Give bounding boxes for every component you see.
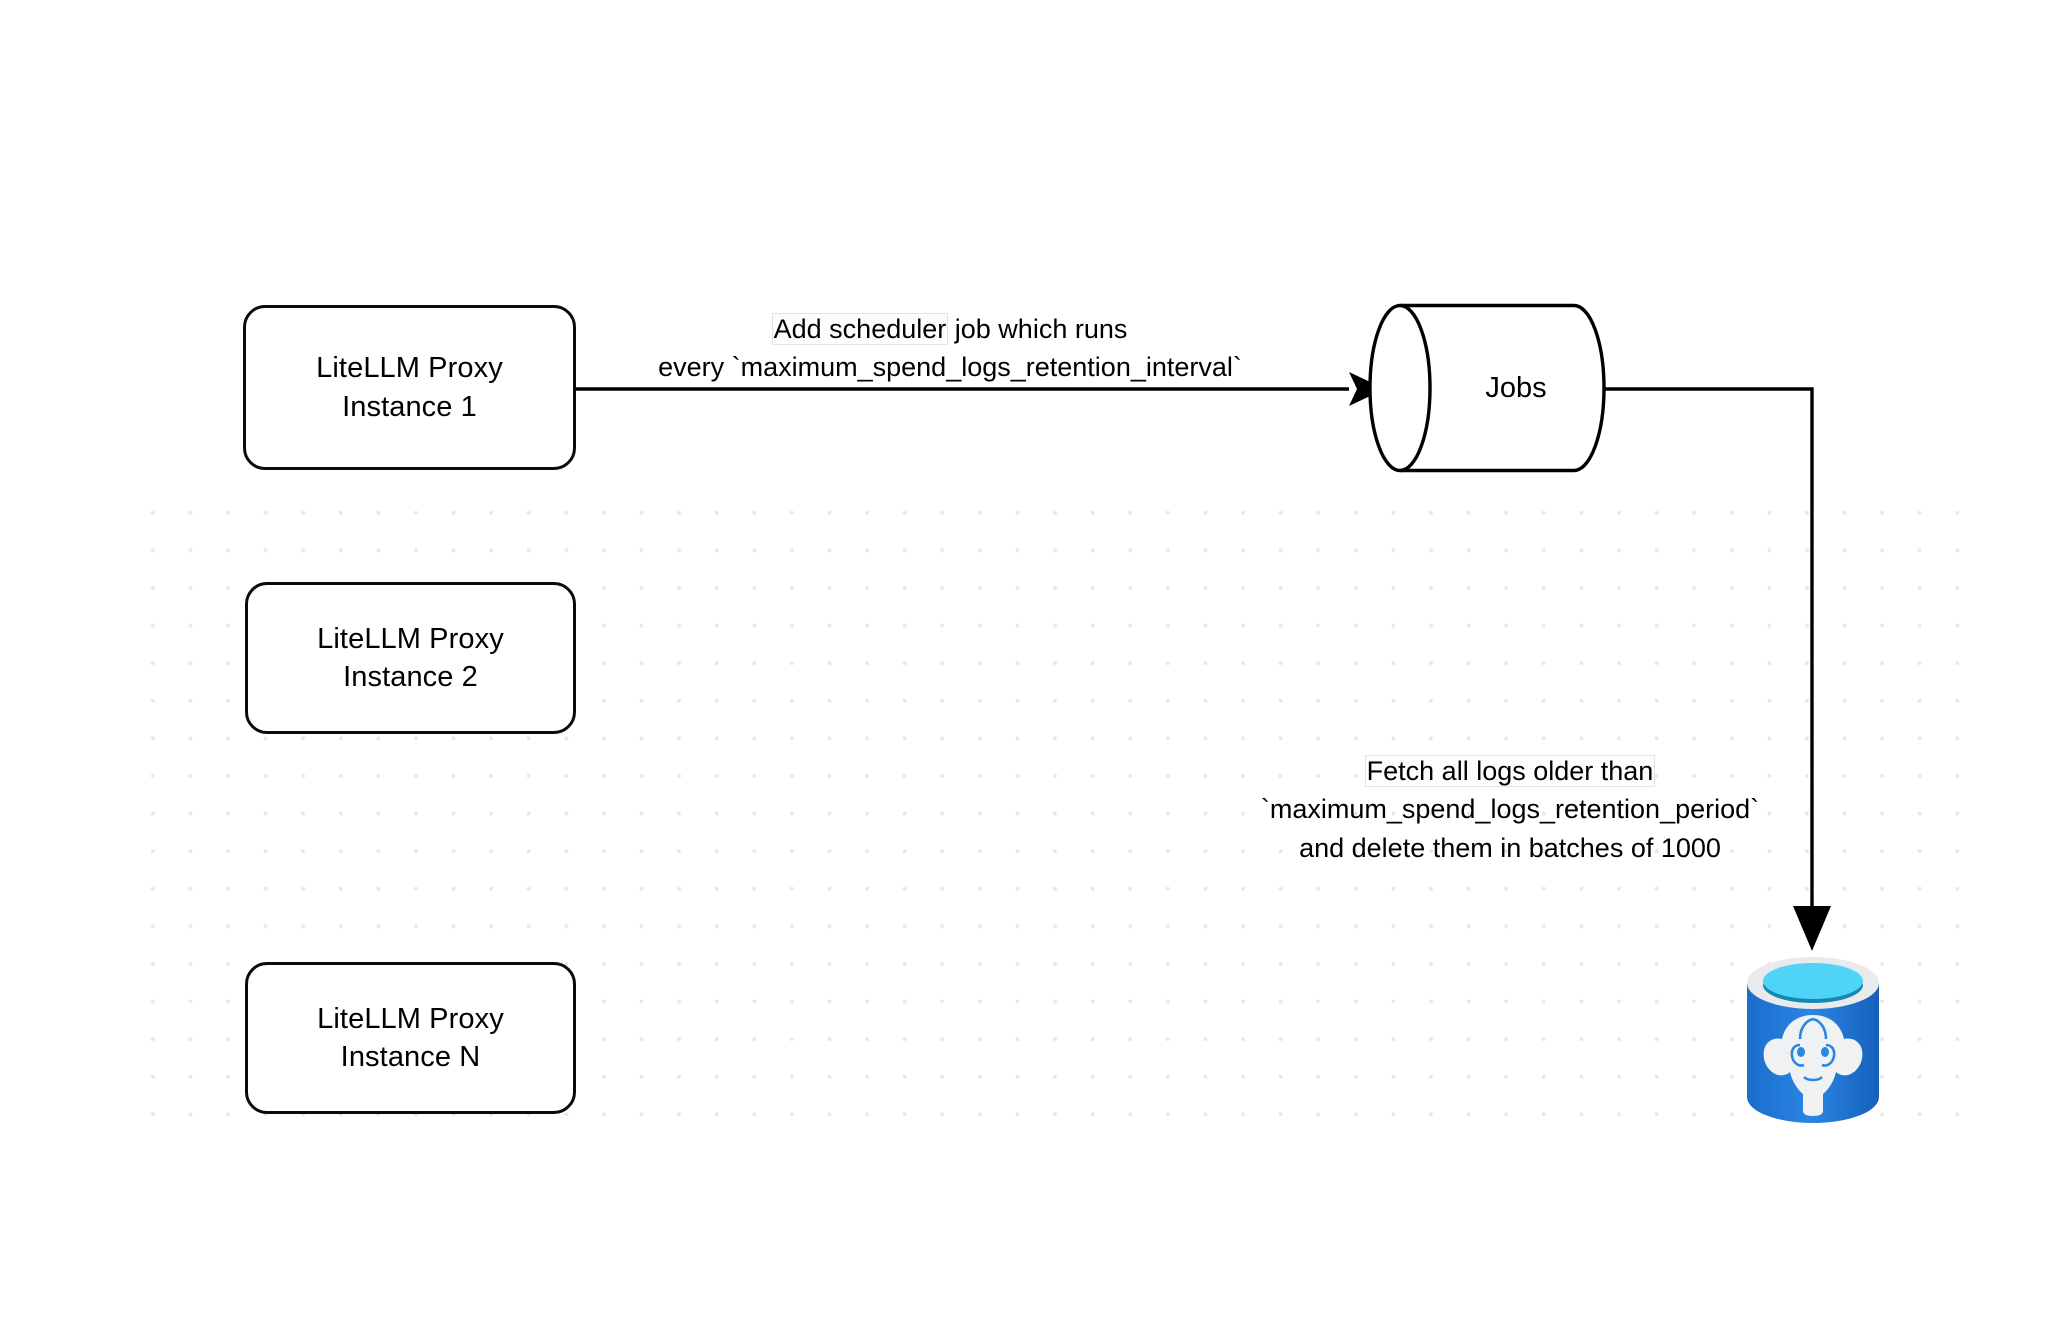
node-jobs-label: Jobs [1485,371,1547,404]
edge-label-selected-text: Fetch all logs older than [1364,755,1656,787]
elephant-eye-left [1797,1047,1805,1057]
elephant-contours [1790,1017,1836,1082]
postgres-database-icon[interactable] [1744,953,1882,1127]
edge-label-line-2: every `maximum_spend_logs_retention_inte… [658,352,1242,383]
node-litellm-proxy-instance-n[interactable]: LiteLLM Proxy Instance N [245,962,576,1114]
node-label-line2: Instance N [340,1041,481,1073]
node-label-line2: Instance 2 [343,661,478,693]
node-label-line2: Instance 1 [342,390,477,423]
edge-label-line-1: Fetch all logs older than [1230,752,1790,790]
elephant-eye-right [1821,1047,1829,1057]
edge-label-line-1: Add scheduler job which runs [600,310,1300,348]
node-label-line1: LiteLLM Proxy [316,352,503,385]
node-label-line1: LiteLLM Proxy [317,622,504,655]
edge-label-line-3: and delete them in batches of 1000 [1299,832,1721,863]
node-litellm-proxy-instance-2[interactable]: LiteLLM Proxy Instance 2 [245,582,576,734]
elephant-glyph [1763,1015,1863,1116]
edge-label-fetch-and-delete-logs: Fetch all logs older than `maximum_spend… [1230,752,1790,867]
edge-label-add-scheduler-job: Add scheduler job which runs every `maxi… [600,310,1300,387]
node-label-line1: LiteLLM Proxy [317,1002,504,1035]
edge-label-selected-text: Add scheduler [771,313,949,345]
node-litellm-proxy-instance-1[interactable]: LiteLLM Proxy Instance 1 [243,305,576,470]
node-jobs-cylinder[interactable] [1368,302,1606,474]
edge-label-line-2: `maximum_spend_logs_retention_period` [1260,794,1760,825]
edge-label-line-1-rest: job which runs [947,314,1128,344]
